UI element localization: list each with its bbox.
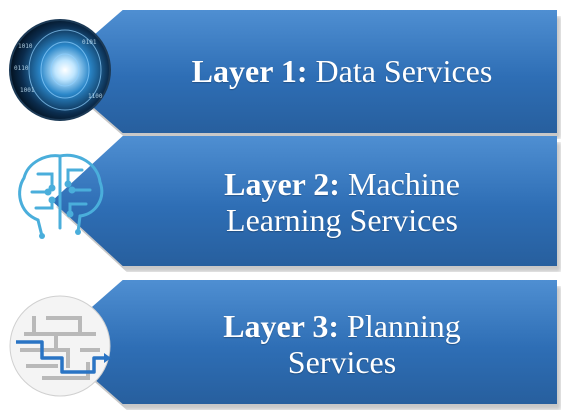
layer-1-banner bbox=[52, 10, 557, 133]
svg-text:0101: 0101 bbox=[82, 39, 97, 46]
layer-3-name-line-1: Planning bbox=[347, 308, 461, 344]
svg-text:1100: 1100 bbox=[88, 93, 103, 100]
layer-1-row: Layer 1: Data Services 1010 0110 1001 01… bbox=[0, 10, 566, 140]
layer-1-name: Data Services bbox=[315, 53, 493, 89]
layer-3-title: Layer 3: bbox=[223, 308, 340, 344]
svg-text:1010: 1010 bbox=[18, 43, 33, 50]
svg-text:0110: 0110 bbox=[14, 65, 29, 72]
layer-2-label: Layer 2: Machine Learning Services bbox=[136, 166, 548, 238]
data-tunnel-icon: 1010 0110 1001 0101 1100 bbox=[9, 19, 111, 121]
layer-2-row: Layer 2: Machine Learning Services bbox=[0, 136, 566, 276]
layer-2-banner bbox=[52, 136, 557, 266]
layer-3-line-1: Layer 3: Planning bbox=[136, 308, 548, 344]
circuit-brain-icon bbox=[18, 153, 104, 239]
layer-2-title: Layer 2: bbox=[224, 166, 340, 202]
layer-1-label: Layer 1: Data Services bbox=[136, 53, 548, 89]
layer-3-name-line-2: Services bbox=[287, 344, 397, 380]
layer-2-name-line-1: Machine bbox=[347, 166, 460, 202]
layer-3-row: Layer 3: Planning Services bbox=[0, 280, 566, 414]
layer-1-title: Layer 1: bbox=[191, 53, 308, 89]
layer-3-label: Layer 3: Planning Services bbox=[136, 308, 548, 380]
layer-2-name-line-2: Learning Services bbox=[226, 202, 458, 238]
svg-text:1001: 1001 bbox=[20, 87, 35, 94]
maze-icon bbox=[9, 295, 111, 397]
layer-2-line-1: Layer 2: Machine bbox=[136, 166, 548, 202]
layer-3-banner bbox=[52, 280, 557, 404]
